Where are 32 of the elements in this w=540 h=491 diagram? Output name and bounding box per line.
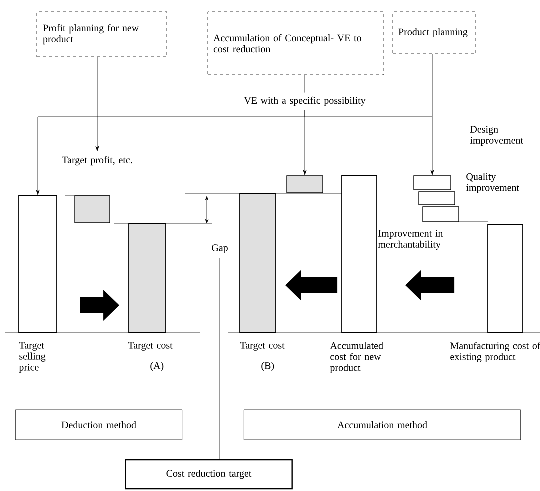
method-box: Deduction method <box>15 410 183 440</box>
text-label: Quality improvement <box>466 173 520 194</box>
bar-caption: (B) <box>262 362 274 372</box>
text-label: Improvement in merchantability <box>378 230 444 250</box>
target-box: Cost reduction target <box>125 459 293 490</box>
arrow <box>430 54 434 176</box>
bar-caption: Target cost <box>240 342 285 351</box>
method-box: Accumulation method <box>244 410 522 440</box>
text-label: Gap <box>212 244 228 254</box>
cost-block <box>418 192 456 206</box>
planning-box: Accumulation of Conceptual- VE to cost reduction <box>208 12 384 76</box>
bar-caption: Target selling price <box>19 342 46 373</box>
arrow <box>96 57 100 152</box>
planning-box: Profit planning for new product <box>36 12 168 58</box>
bar-caption: Accumulated cost for new product <box>330 342 384 374</box>
arrow <box>303 110 432 176</box>
cost-block <box>74 196 110 224</box>
cost-bar <box>128 224 166 334</box>
cost-block <box>422 206 460 222</box>
planning-box: Product planning <box>392 12 476 54</box>
cost-bar <box>342 176 378 334</box>
connector-line <box>304 75 306 93</box>
cost-block <box>286 176 324 194</box>
cost-block <box>414 176 452 190</box>
cost-bar <box>488 224 524 334</box>
cost-bar <box>240 194 276 334</box>
cost-bar <box>18 196 58 334</box>
text-label: Design improvement <box>470 126 524 146</box>
bar-caption: Target cost <box>128 342 173 351</box>
bar-caption: (A) <box>150 362 164 372</box>
text-label: VE with a specific possibility <box>244 96 366 106</box>
text-label: Target profit, etc. <box>62 156 132 166</box>
